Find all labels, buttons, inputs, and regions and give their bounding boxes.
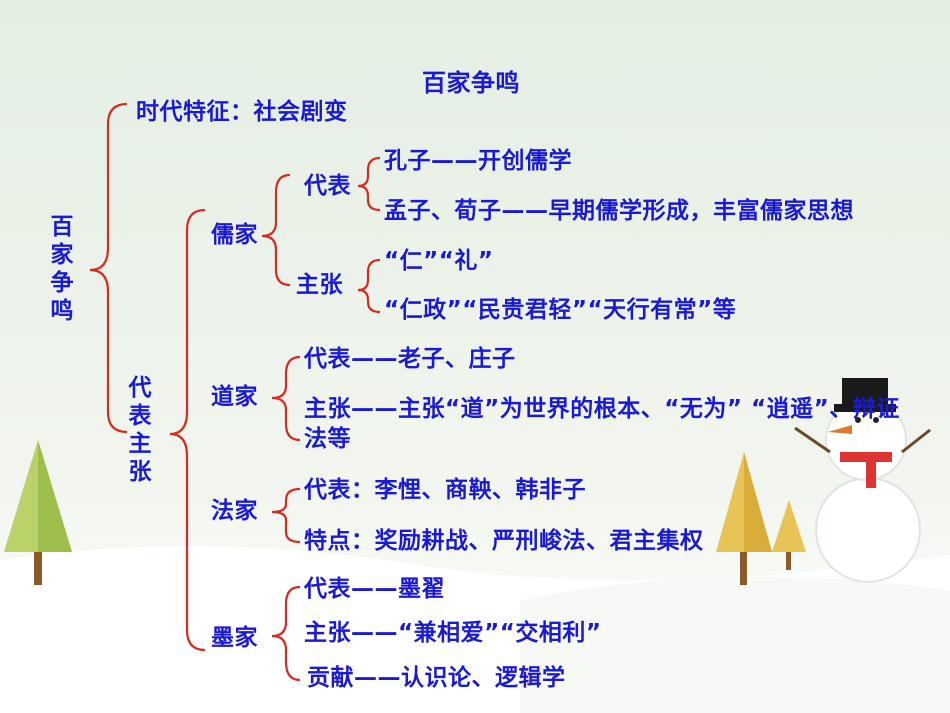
- confucian-claim-label: 主张: [296, 272, 343, 298]
- confucian-rep-item-1: 孔子——开创儒学: [384, 148, 572, 174]
- brace-taoist: [271, 355, 301, 442]
- confucian-rep-item-2: 孟子、荀子——早期儒学形成，丰富儒家思想: [384, 198, 854, 224]
- taoist-claim-line2: 法等: [304, 426, 351, 452]
- brace-confucian-rep: [357, 156, 381, 212]
- mohist-rep: 代表——墨翟: [304, 576, 445, 602]
- brace-root: [89, 102, 128, 434]
- mohist-contribution: 贡献——认识论、逻辑学: [307, 665, 566, 691]
- taoist-claim-line1: 主张——主张“道”为世界的根本、“无为” “逍遥”、辩证: [304, 396, 900, 422]
- legalist-feature: 特点：奖励耕战、严刑峻法、君主集权: [304, 528, 704, 554]
- reps-label: 代表主张: [128, 375, 152, 485]
- snow-hill: [520, 577, 950, 713]
- snowman-icon: [794, 378, 931, 583]
- taoist-rep: 代表——老子、庄子: [304, 346, 516, 372]
- brace-mohist: [271, 585, 301, 682]
- brace-confucian-claim: [357, 258, 381, 314]
- mohist-claim: 主张——“兼相爱”“交相利”: [304, 620, 602, 646]
- confucian-rep-label: 代表: [304, 173, 351, 199]
- brace-confucian: [261, 173, 291, 287]
- brace-legalist: [271, 487, 301, 544]
- confucian-claim-item-1: “仁”“礼”: [384, 248, 494, 274]
- tree-left-icon: [4, 440, 72, 585]
- school-taoist: 道家: [211, 384, 258, 410]
- legalist-rep: 代表：李悝、商鞅、韩非子: [304, 477, 586, 503]
- school-mohist: 墨家: [211, 625, 258, 651]
- school-legalist: 法家: [211, 498, 258, 524]
- root-label: 百家争鸣: [50, 214, 74, 324]
- tree-right-icon: [716, 452, 806, 585]
- era-feature: 时代特征：社会剧变: [136, 99, 348, 125]
- brace-reps: [169, 208, 206, 652]
- school-confucian: 儒家: [211, 222, 258, 248]
- page-title: 百家争鸣: [422, 69, 520, 97]
- confucian-claim-item-2: “仁政”“民贵君轻”“天行有常”等: [384, 297, 737, 323]
